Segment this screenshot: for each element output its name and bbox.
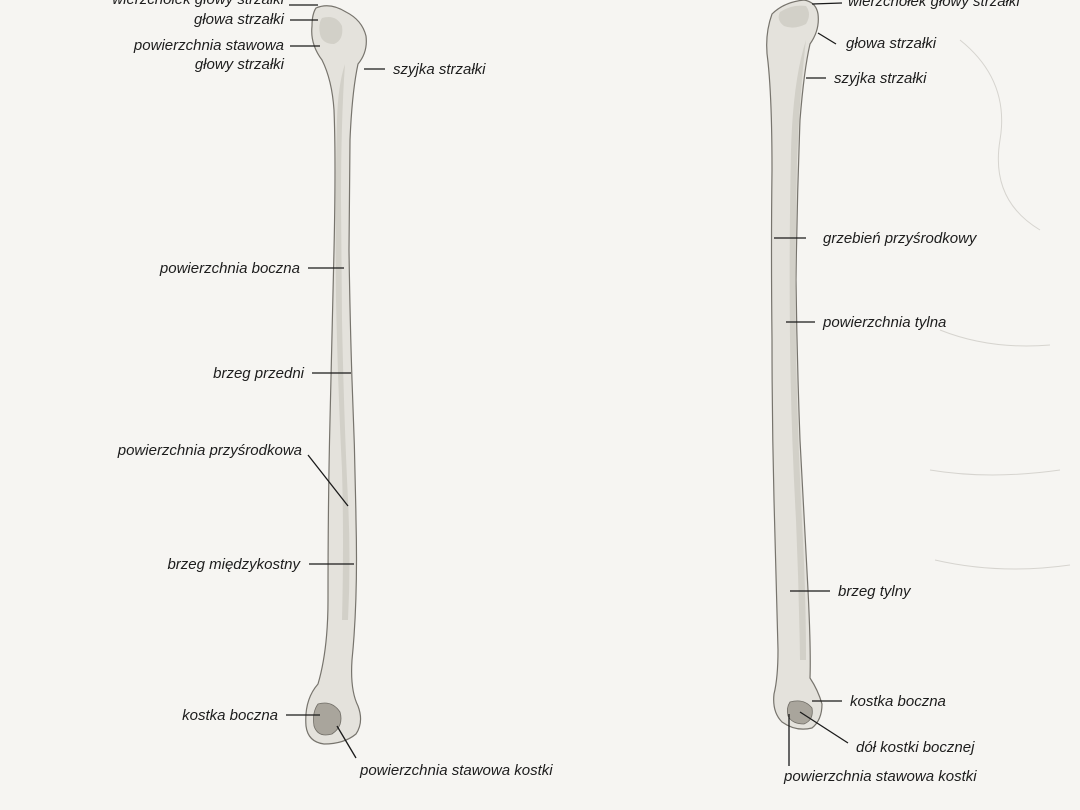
leader-malleolar-articular-left	[336, 725, 357, 759]
leader-head-right	[817, 32, 837, 45]
label-apex-posterior: wierzchołek głowy strzałki	[848, 0, 1020, 10]
leader-malleolar-fossa-right	[799, 711, 849, 744]
label-articular-head-anterior-line1: powierzchnia stawowa	[133, 37, 284, 54]
label-medial-crest: grzebień przyśrodkowy	[823, 230, 978, 247]
leader-medial-surface-left	[307, 454, 349, 507]
anterior-leader-lines	[286, 4, 385, 759]
label-neck-posterior: szyjka strzałki	[834, 70, 927, 87]
fibula-anterior-view: wierzchołek głowy strzałki głowa strzałk…	[112, 0, 553, 779]
label-articular-head-anterior-line2: głowy strzałki	[195, 56, 285, 73]
posterior-labels: wierzchołek głowy strzałki głowa strzałk…	[783, 0, 1020, 785]
fibula-posterior-view: wierzchołek głowy strzałki głowa strzałk…	[766, 0, 1020, 785]
label-apex-anterior: wierzchołek głowy strzałki	[112, 0, 284, 8]
anterior-labels: wierzchołek głowy strzałki głowa strzałk…	[112, 0, 553, 779]
fibula-anterior-bone	[305, 5, 367, 745]
label-head-anterior: głowa strzałki	[194, 11, 285, 28]
label-head-posterior: głowa strzałki	[846, 35, 937, 52]
leader-apex-right	[811, 2, 843, 5]
fibula-posterior-shading	[789, 40, 806, 660]
fibula-anterior-malleolus-facet	[313, 702, 342, 736]
label-malleolar-articular-posterior: powierzchnia stawowa kostki	[783, 768, 977, 785]
label-lateral-malleolus-anterior: kostka boczna	[182, 707, 278, 724]
label-lateral-malleolus-posterior: kostka boczna	[850, 693, 946, 710]
label-malleolar-articular-anterior: powierzchnia stawowa kostki	[359, 762, 553, 779]
background-texture	[929, 39, 1071, 570]
posterior-leader-lines	[774, 2, 849, 766]
fibula-posterior-head-facet	[778, 5, 809, 28]
label-neck-anterior: szyjka strzałki	[393, 61, 486, 78]
label-medial-surface: powierzchnia przyśrodkowa	[117, 442, 302, 459]
label-lateral-surface: powierzchnia boczna	[159, 260, 300, 277]
label-malleolar-fossa: dół kostki bocznej	[856, 739, 975, 756]
fibula-anterior-head-facet	[319, 17, 343, 44]
label-anterior-border: brzeg przedni	[213, 365, 305, 382]
label-interosseous-border: brzeg międzykostny	[167, 556, 301, 573]
label-posterior-border: brzeg tylny	[838, 583, 912, 600]
label-posterior-surface: powierzchnia tylna	[822, 314, 946, 331]
fibula-anterior-shading	[335, 64, 350, 620]
